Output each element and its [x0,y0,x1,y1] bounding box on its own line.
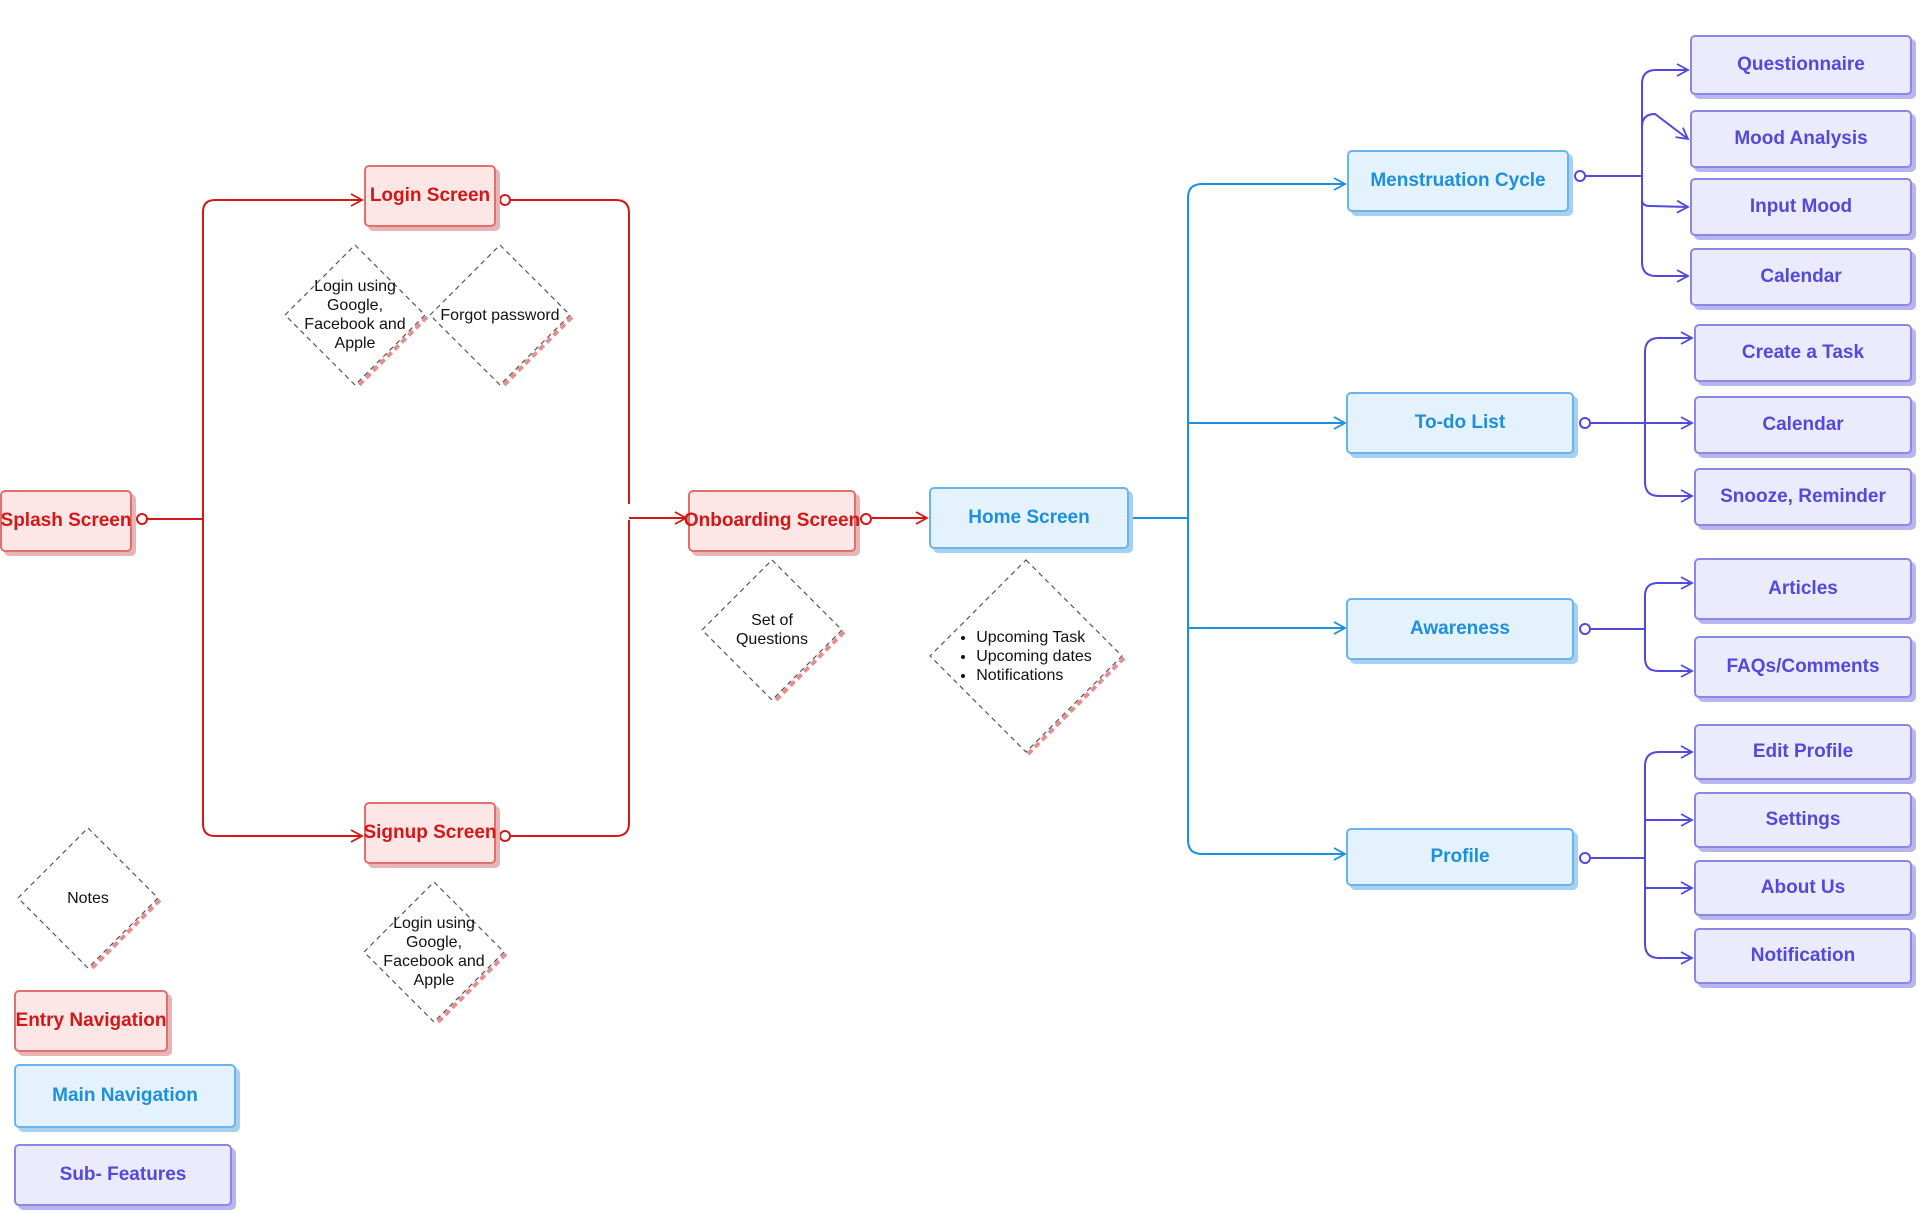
edge-todo-create-task [1644,331,1694,423]
sub-create-task[interactable]: Create a Task [1694,324,1912,382]
edge-splash-signup [202,519,364,843]
sub-notification[interactable]: Notification [1694,928,1912,984]
sub-faqs-comments[interactable]: FAQs/Comments [1694,636,1912,698]
sub-snooze-reminder[interactable]: Snooze, Reminder [1694,468,1912,526]
edge-awareness-articles [1644,576,1694,629]
legend-sub-features: Sub- Features [14,1144,232,1206]
edge-home-menstruation [1187,177,1347,518]
note-home: Upcoming Task Upcoming dates Notificatio… [928,558,1126,756]
awareness-node[interactable]: Awareness [1346,598,1574,660]
legend-main-navigation: Main Navigation [14,1064,236,1128]
note-diamond-shape [363,881,508,1026]
edge-menstruation-mood-analysis [1641,112,1690,176]
edge-home-profile [1187,518,1347,861]
signup-screen-node[interactable]: Signup Screen [363,802,497,864]
port-splash [136,513,148,525]
legend-entry-navigation: Entry Navigation [14,990,168,1052]
port-awareness [1579,623,1591,635]
sub-calendar-todo[interactable]: Calendar [1694,396,1912,454]
edge-profile-notification [1644,858,1694,965]
edge-login-join [511,199,630,504]
legend-notes-label: Notes [67,889,109,907]
note-login-social: Login using Google, Facebook and Apple [283,243,429,389]
note-forgot-password-text: Forgot password [440,306,560,324]
note-diamond-shape [701,559,846,704]
port-onboarding [860,513,872,525]
port-signup [499,830,511,842]
sub-edit-profile[interactable]: Edit Profile [1694,724,1912,780]
note-forgot-password: Forgot password [428,243,574,389]
menstruation-cycle-node[interactable]: Menstruation Cycle [1347,150,1569,212]
sub-articles[interactable]: Articles [1694,558,1912,620]
note-home-item: Notifications [976,666,1092,685]
legend-notes: Notes [16,826,162,972]
port-todo [1579,417,1591,429]
note-signup-social: Login using Google, Facebook and Apple [362,880,508,1026]
sub-calendar-cycle[interactable]: Calendar [1690,248,1912,306]
login-screen-node[interactable]: Login Screen [364,165,496,227]
home-screen-node[interactable]: Home Screen [929,487,1129,549]
note-home-list: Upcoming Task Upcoming dates Notificatio… [928,558,1124,754]
edge-splash-login [202,193,364,519]
edge-menstruation-calendar [1641,176,1690,283]
onboarding-screen-node[interactable]: Onboarding Screen [684,490,860,552]
note-login-social-text: Login using Google, Facebook and Apple [304,278,406,352]
edge-profile-edit [1644,745,1694,858]
port-login [499,194,511,206]
note-diamond-shape [429,244,574,389]
edge-signup-join [511,520,630,837]
sub-input-mood[interactable]: Input Mood [1690,178,1912,236]
port-profile [1579,852,1591,864]
legend-notes-diamond [17,827,162,972]
sub-questionnaire[interactable]: Questionnaire [1690,35,1912,95]
note-onboarding-text: Set of Questions [735,612,809,648]
note-home-item: Upcoming dates [976,647,1092,666]
edge-awareness-faqs [1644,629,1694,678]
port-menstruation [1574,170,1586,182]
edge-menstruation-input-mood [1641,176,1690,214]
note-signup-social-text: Login using Google, Facebook and Apple [383,915,485,989]
note-diamond-shape [284,244,429,389]
profile-node[interactable]: Profile [1346,828,1574,886]
sub-about-us[interactable]: About Us [1694,860,1912,916]
edge-todo-snooze [1644,423,1694,503]
sub-settings[interactable]: Settings [1694,792,1912,848]
splash-screen-node[interactable]: Splash Screen [0,490,132,552]
note-onboarding: Set of Questions [700,558,846,704]
todo-list-node[interactable]: To-do List [1346,392,1574,454]
sub-mood-analysis[interactable]: Mood Analysis [1690,110,1912,168]
edge-menstruation-questionnaire [1641,63,1690,176]
note-home-item: Upcoming Task [976,628,1092,647]
note-diamond-shape [929,559,1126,756]
